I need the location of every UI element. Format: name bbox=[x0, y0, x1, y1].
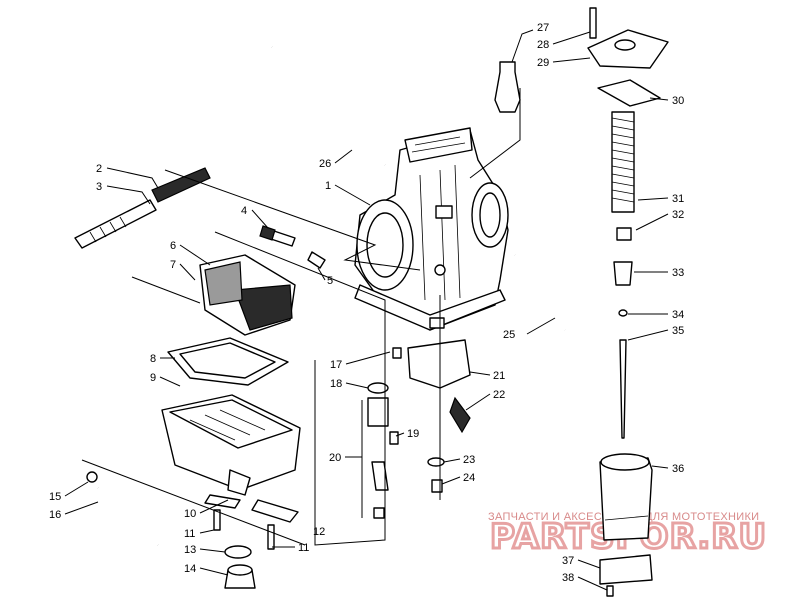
callout-33: 33 bbox=[672, 267, 684, 279]
callout-13: 13 bbox=[184, 544, 196, 556]
callout-12: 12 bbox=[313, 526, 325, 538]
callout-21: 21 bbox=[493, 370, 505, 382]
callout-1: 1 bbox=[325, 180, 331, 192]
callout-2: 2 bbox=[96, 163, 102, 175]
callout-4: 4 bbox=[241, 205, 247, 217]
callout-35: 35 bbox=[672, 325, 684, 337]
callout-29: 29 bbox=[537, 57, 549, 69]
callout-17: 17 bbox=[330, 359, 342, 371]
callout-16: 16 bbox=[49, 509, 61, 521]
callout-5: 5 bbox=[327, 275, 333, 287]
callout-20: 20 bbox=[329, 452, 341, 464]
float-bowl bbox=[161, 394, 301, 496]
callout-26: 26 bbox=[319, 158, 331, 170]
callout-19: 19 bbox=[407, 428, 419, 440]
throttle-lever-assembly bbox=[199, 254, 296, 336]
callout-28: 28 bbox=[537, 39, 549, 51]
callout-6: 6 bbox=[170, 240, 176, 252]
callout-7: 7 bbox=[170, 259, 176, 271]
callout-31: 31 bbox=[672, 193, 684, 205]
callout-23: 23 bbox=[463, 454, 475, 466]
callout-25: 25 bbox=[503, 329, 515, 341]
callout-27: 27 bbox=[537, 22, 549, 34]
callout-8: 8 bbox=[150, 353, 156, 365]
callout-24: 24 bbox=[463, 472, 475, 484]
carburetor-body bbox=[354, 127, 509, 331]
callout-10: 10 bbox=[184, 508, 196, 520]
callout-34: 34 bbox=[672, 309, 684, 321]
callout-15: 15 bbox=[49, 491, 61, 503]
callout-9: 9 bbox=[150, 372, 156, 384]
callout-11-bracket-screw: 11 bbox=[298, 542, 309, 554]
callout-30: 30 bbox=[672, 95, 684, 107]
callout-18: 18 bbox=[330, 378, 342, 390]
callout-3: 3 bbox=[96, 181, 102, 193]
callout-36: 36 bbox=[672, 463, 684, 475]
callout-38: 38 bbox=[562, 572, 574, 584]
callout-37: 37 bbox=[562, 555, 574, 567]
callout-11-bowl-screw: 11 bbox=[184, 528, 195, 540]
callout-22: 22 bbox=[493, 389, 505, 401]
throttle-spring bbox=[611, 111, 635, 213]
callout-32: 32 bbox=[672, 209, 684, 221]
callout-14: 14 bbox=[184, 563, 196, 575]
idle-adjust-screw bbox=[74, 167, 211, 249]
